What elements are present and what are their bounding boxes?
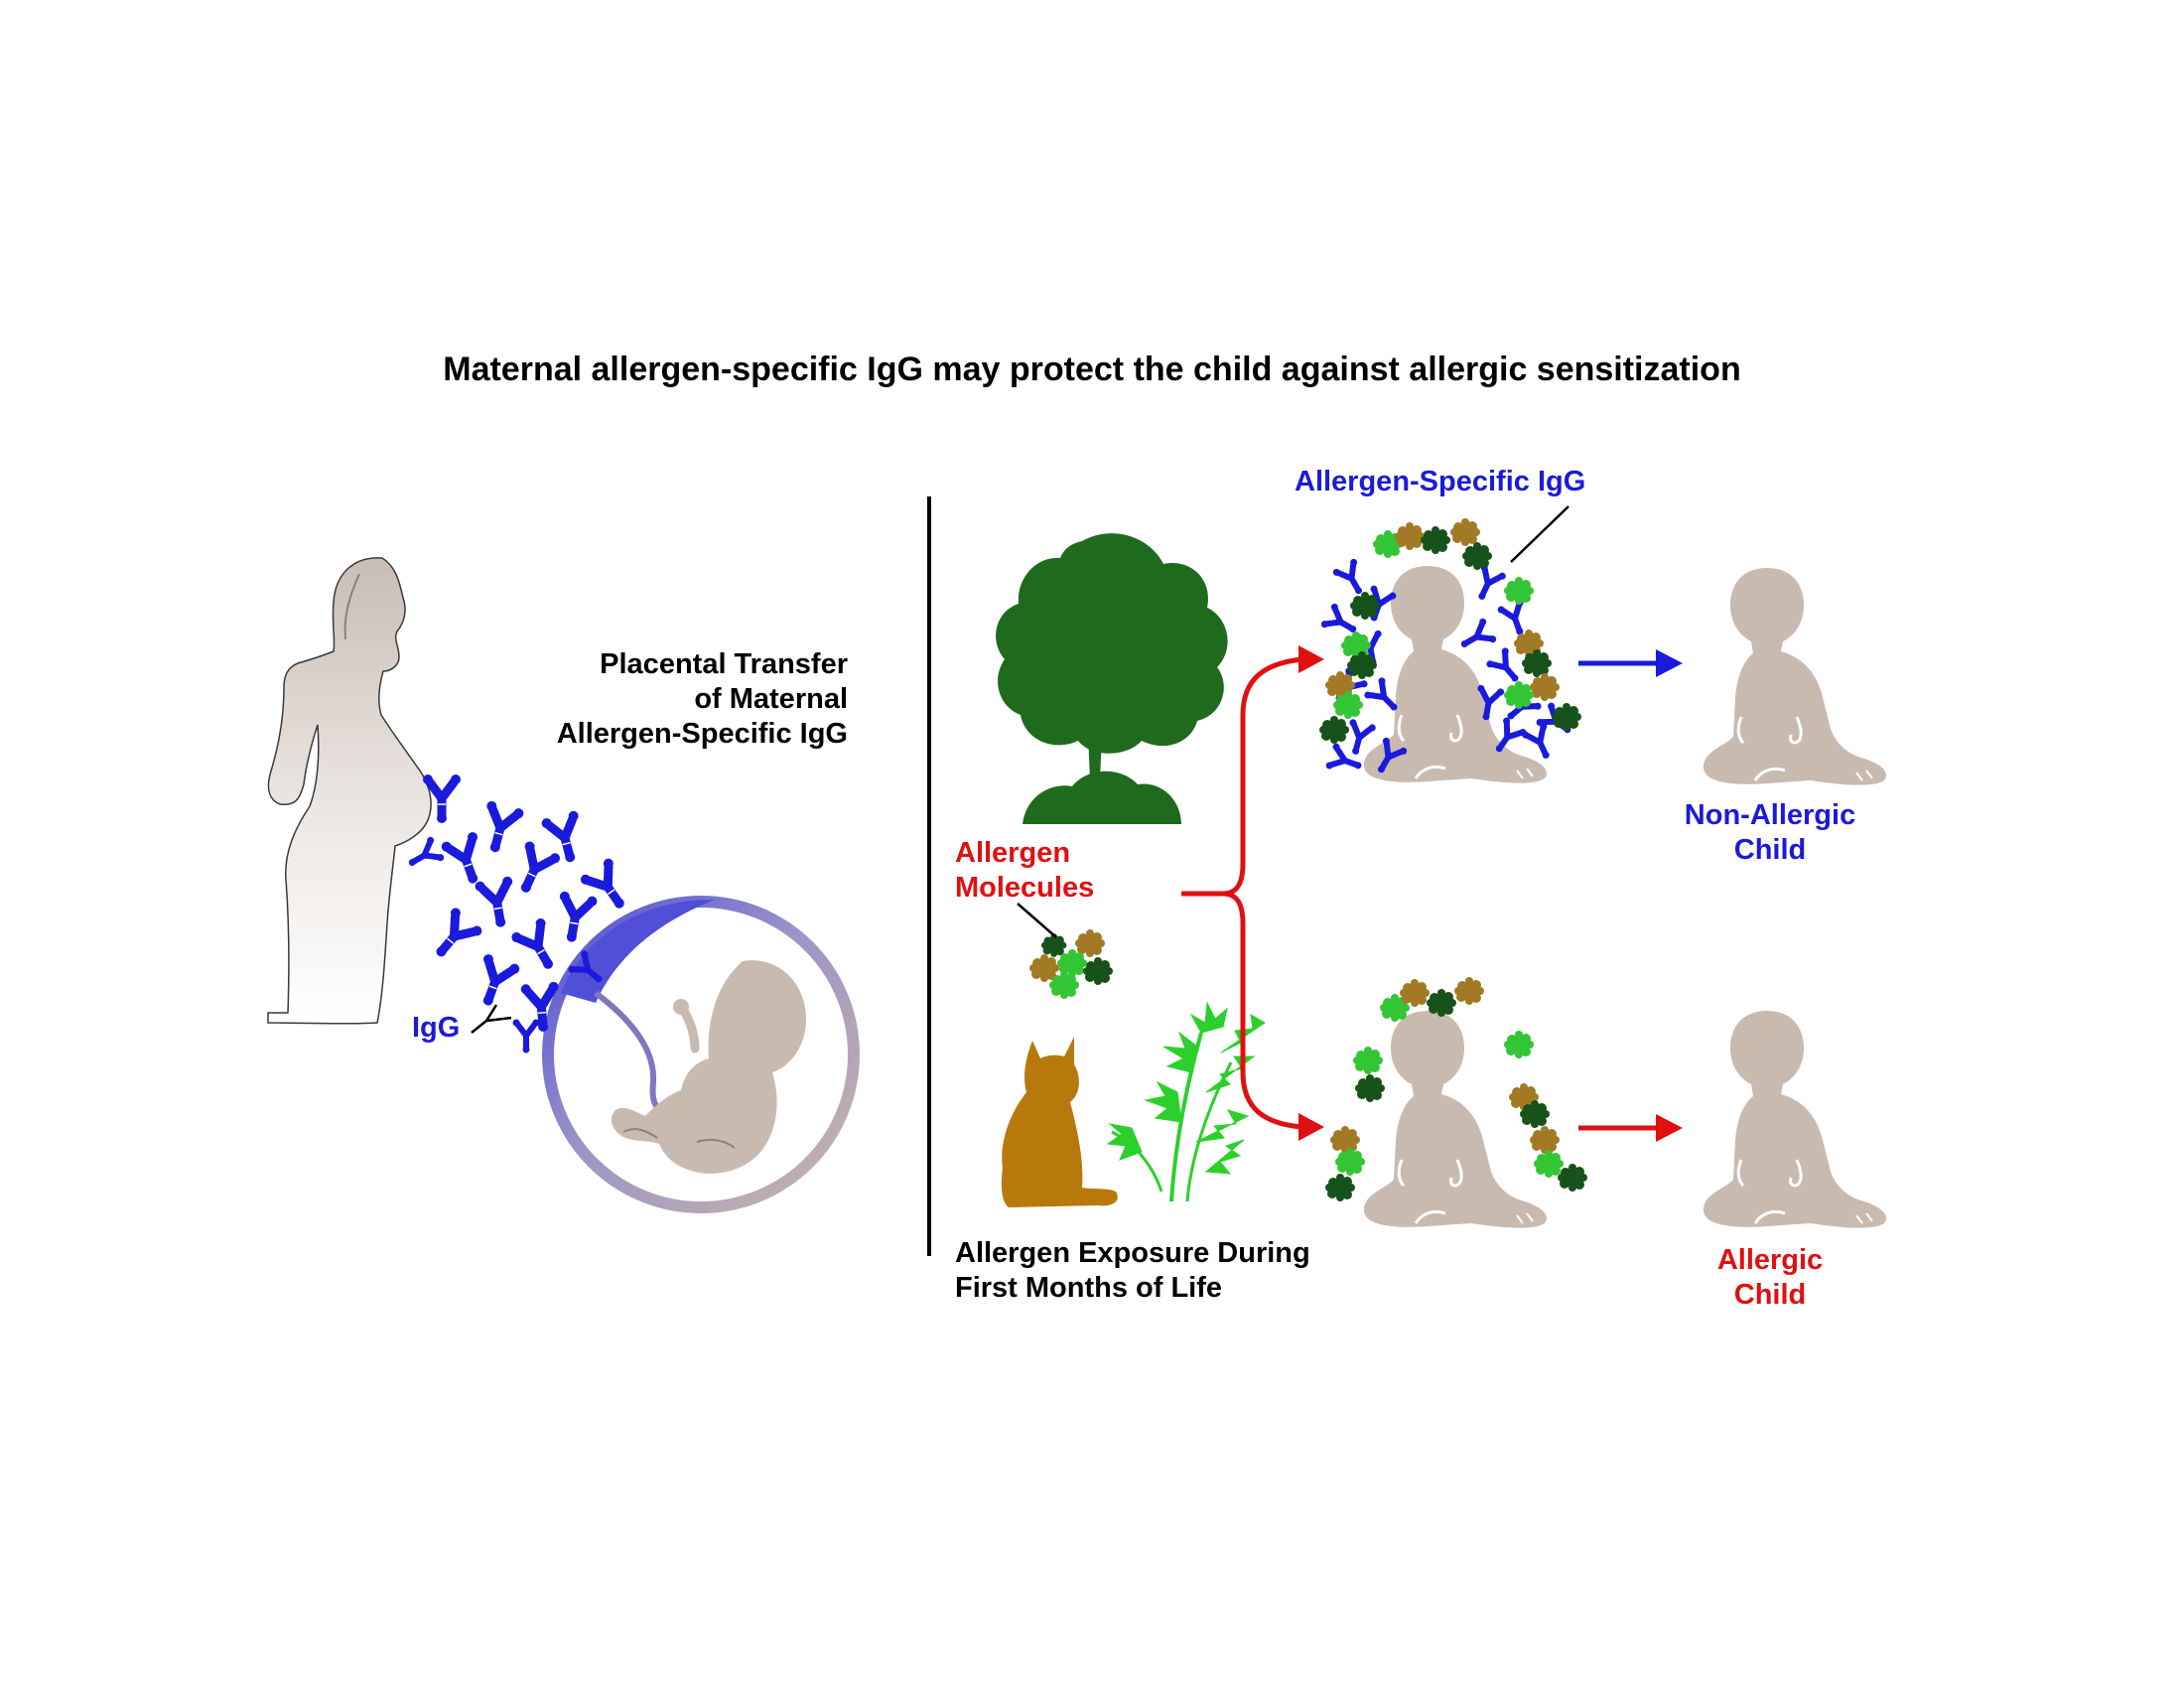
branching-arrow xyxy=(1181,645,1324,1141)
weed-plant-icon xyxy=(1106,1001,1266,1202)
pregnant-woman-icon xyxy=(267,557,432,1025)
figure-title: Maternal allergen-specific IgG may prote… xyxy=(443,351,1741,388)
allergic-child-label: Allergic Child xyxy=(1716,1244,1824,1311)
tree-icon xyxy=(996,533,1228,824)
allergen-molecule-cluster xyxy=(1029,929,1113,999)
baby-icon-nonallergic xyxy=(1702,566,1888,787)
allergen-exposure-label: Allergen Exposure During First Months of… xyxy=(955,1237,1310,1304)
cat-icon xyxy=(1001,1037,1118,1207)
arrow-icon-allergic xyxy=(1578,1114,1683,1142)
fetus-in-womb-icon xyxy=(542,896,860,1213)
igg-label: IgG xyxy=(412,1012,461,1044)
placental-transfer-label: Placental Transfer of Maternal Allergen-… xyxy=(556,648,848,750)
baby-icon-allergic xyxy=(1702,1009,1888,1230)
allergen-molecules-label: Allergen Molecules xyxy=(955,837,1095,904)
allergen-specific-igg-label: Allergen-Specific IgG xyxy=(1295,466,1586,497)
non-allergic-child-label: Non-Allergic Child xyxy=(1684,799,1856,866)
arrow-icon-nonallergic xyxy=(1578,649,1683,677)
